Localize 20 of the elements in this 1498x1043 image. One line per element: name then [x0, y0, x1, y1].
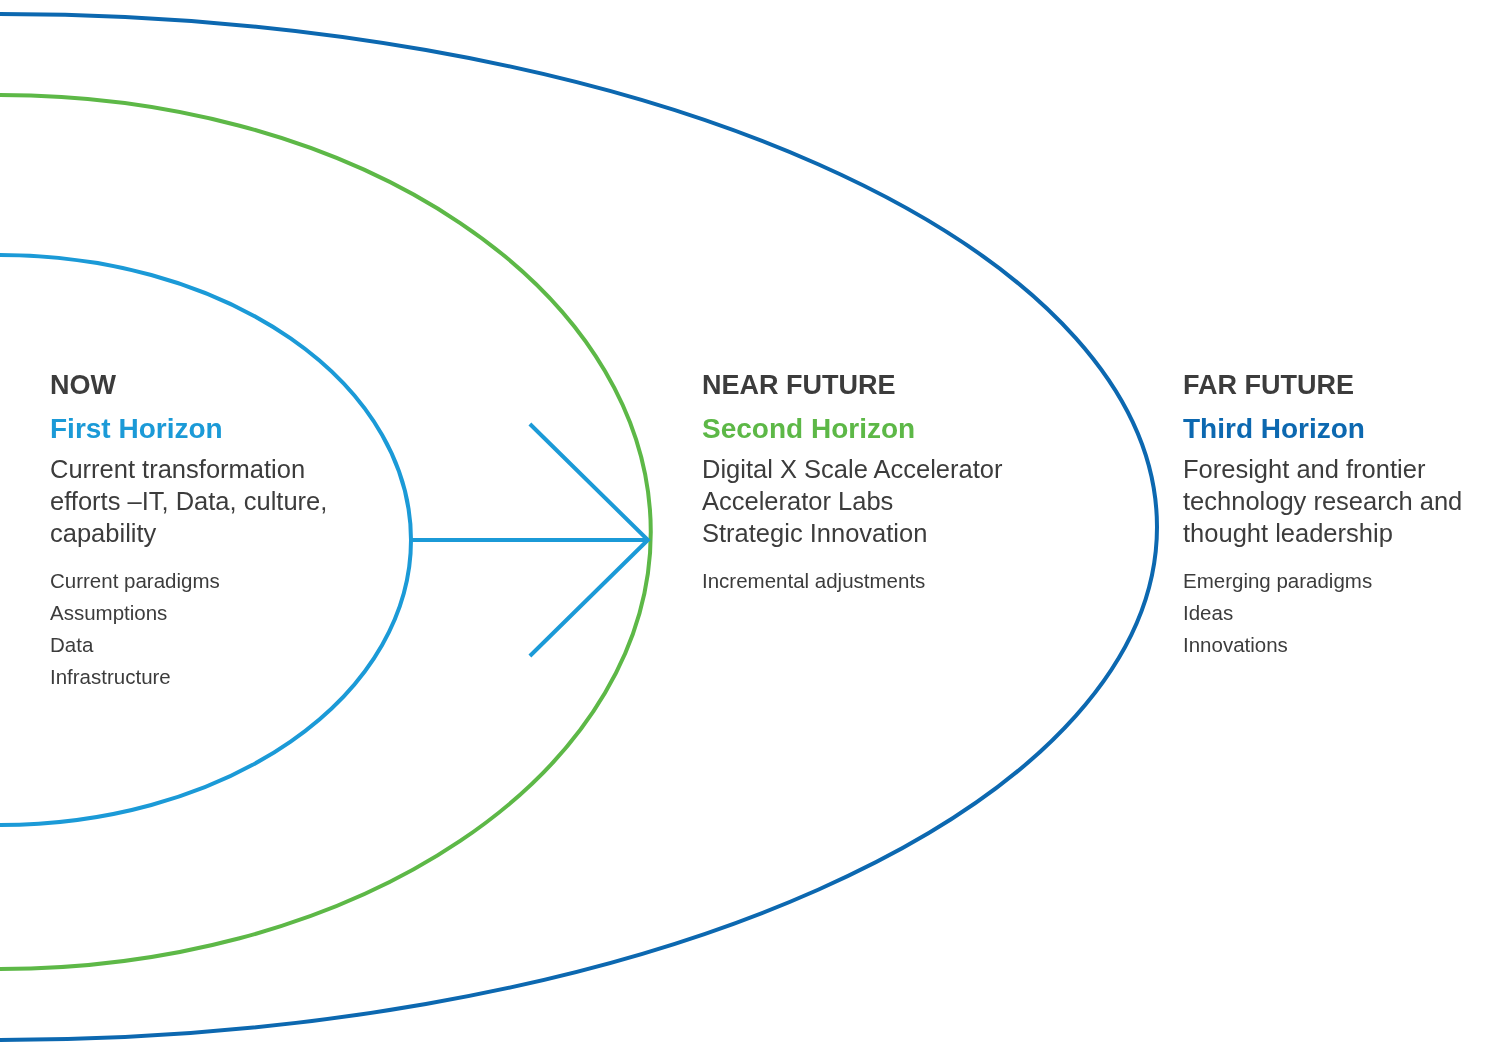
description-text: Current transformation efforts –IT, Data, culture, capability: [50, 454, 329, 549]
description-text: Accelerator Labs: [702, 486, 894, 517]
list-item: Ideas: [1183, 600, 1234, 626]
list-item: Data: [50, 632, 94, 658]
description-text: Foresight and frontier technology research and thought leadership: [1183, 454, 1464, 549]
section-heading: FAR FUTURE: [1183, 370, 1354, 401]
arrow: [411, 422, 650, 658]
list-item: Assumptions: [50, 600, 168, 626]
horizon-title: First Horizon: [50, 413, 223, 445]
list-item: Current paradigms: [50, 568, 220, 594]
horizon-title: Second Horizon: [702, 413, 916, 445]
list-item: Infrastructure: [50, 664, 171, 690]
section-heading: NOW: [50, 370, 116, 401]
description-text: Digital X Scale Accelerator: [702, 454, 1003, 485]
section-heading: NEAR FUTURE: [702, 370, 896, 401]
list-item: Emerging paradigms: [1183, 568, 1373, 594]
description-text: Strategic Innovation: [702, 518, 928, 549]
list-item: Incremental adjustments: [702, 568, 926, 594]
list-item: Innovations: [1183, 632, 1288, 658]
horizon-title: Third Horizon: [1183, 413, 1365, 445]
